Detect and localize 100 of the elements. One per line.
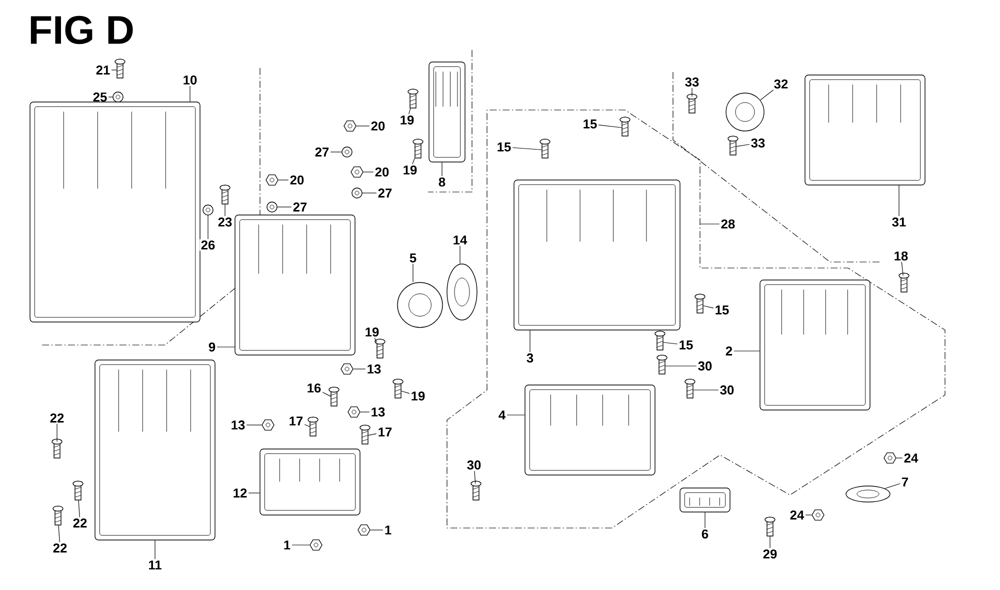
leader-line	[598, 124, 622, 128]
callout-number: 2	[724, 345, 734, 357]
washer	[202, 204, 214, 216]
screw	[686, 94, 698, 114]
callout-number: 17	[376, 426, 394, 438]
callout-number: 24	[788, 509, 806, 521]
leader-line	[362, 192, 377, 194]
callout-number: 6	[700, 528, 710, 540]
callout-number: 30	[696, 360, 714, 372]
callout-number: 20	[288, 174, 306, 186]
leader-line	[78, 500, 80, 518]
callout-number: 15	[496, 141, 512, 153]
screw	[360, 424, 370, 444]
callout-number: 28	[720, 218, 736, 230]
callout-number: 9	[207, 341, 217, 353]
callout-number: 15	[714, 304, 730, 316]
leader-line	[246, 424, 262, 426]
leader-line	[736, 144, 750, 147]
screw	[392, 378, 404, 398]
callout-number: 7	[900, 476, 910, 488]
cover-drawing	[514, 180, 680, 330]
callout-number: 8	[437, 176, 447, 188]
leader-line	[304, 424, 310, 427]
gasket-drawing	[726, 92, 764, 132]
callout-number: 33	[750, 137, 766, 149]
screw	[620, 116, 630, 136]
gasket-drawing	[846, 486, 890, 502]
nut	[262, 419, 274, 431]
callout-number: 1	[383, 524, 393, 536]
screw	[684, 378, 696, 398]
leader-line	[248, 492, 260, 494]
callout-number: 14	[452, 234, 468, 246]
figure-title: FIG D	[30, 16, 133, 44]
callout-number: 31	[890, 216, 908, 228]
leader-line	[474, 470, 476, 484]
screw	[898, 272, 910, 292]
screw	[694, 294, 706, 314]
washer	[352, 188, 362, 198]
leader-line	[901, 262, 904, 276]
leader-line	[277, 206, 292, 208]
callout-number: 3	[525, 352, 535, 364]
wire-guard-drawing	[30, 102, 200, 322]
callout-number: 11	[147, 559, 163, 571]
callout-number: 4	[497, 409, 507, 421]
nut	[310, 539, 322, 551]
callout-number: 19	[402, 164, 418, 176]
leader-line	[374, 338, 377, 343]
leader-line	[216, 346, 235, 348]
callout-number: 19	[410, 390, 426, 402]
nut	[884, 452, 896, 464]
callout-number: 15	[678, 339, 694, 351]
leader-line	[734, 350, 760, 352]
frame-drawing	[234, 214, 356, 356]
callout-number: 15	[582, 118, 598, 130]
callout-number: 30	[466, 459, 482, 471]
callout-number: 20	[374, 166, 390, 178]
callout-number: 26	[200, 239, 216, 251]
screw	[764, 516, 776, 536]
screw	[470, 480, 482, 500]
washer	[342, 146, 352, 158]
screw	[52, 506, 64, 526]
callout-number: 5	[408, 252, 418, 264]
screw	[540, 138, 550, 158]
nut	[358, 524, 370, 536]
nut	[340, 363, 354, 375]
leader-line	[703, 305, 714, 308]
washer	[266, 202, 278, 212]
leader-line	[56, 424, 58, 442]
screw	[654, 330, 666, 350]
callout-number: 1	[282, 539, 292, 551]
leader-line	[224, 204, 226, 216]
leader-line	[884, 483, 900, 489]
leader-line	[506, 414, 525, 416]
callout-number: 20	[370, 120, 386, 132]
screw	[308, 416, 318, 436]
plate-drawing	[260, 448, 360, 516]
leader-line	[663, 342, 678, 344]
arrester-drawing	[680, 488, 730, 512]
callout-number: 22	[48, 412, 66, 424]
callout-number: 24	[902, 452, 920, 464]
callout-number: 12	[232, 487, 248, 499]
callout-number: 27	[376, 187, 394, 199]
screw	[52, 438, 62, 458]
callout-number: 27	[314, 146, 330, 158]
callout-number: 27	[292, 201, 308, 213]
leader-line	[368, 433, 377, 436]
callout-number: 32	[772, 78, 790, 90]
callout-number: 13	[230, 419, 246, 431]
leader-line	[292, 544, 310, 546]
leader-line	[58, 525, 60, 542]
callout-number: 25	[92, 91, 108, 103]
screw	[114, 58, 126, 78]
nut	[266, 174, 278, 186]
screw	[412, 138, 424, 158]
flange-drawing	[446, 264, 478, 320]
callout-number: 19	[398, 114, 416, 126]
leader-line	[322, 392, 331, 397]
callout-number: 22	[72, 517, 88, 529]
leader-line	[154, 540, 156, 560]
housing-drawing	[94, 360, 216, 540]
